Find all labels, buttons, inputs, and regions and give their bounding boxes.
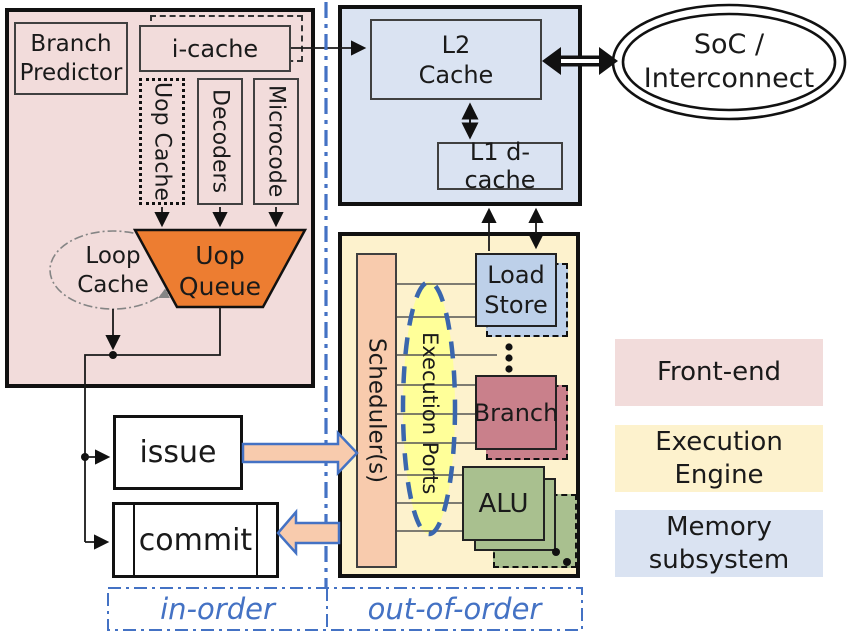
commit-inner-line-left xyxy=(133,505,135,575)
execution-ports-label: Execution Ports xyxy=(418,331,442,495)
icache-label: i-cache xyxy=(171,34,259,63)
uop-queue-label: Uop Queue xyxy=(178,240,262,301)
l2-cache-box: L2 Cache xyxy=(370,19,542,100)
out-of-order-label: out-of-order xyxy=(367,592,542,626)
uop-cache-box: Uop Cache xyxy=(139,78,185,205)
branch-label: Branch xyxy=(473,398,559,427)
decoders-box: Decoders xyxy=(197,78,243,205)
soc-label: SoC / Interconnect xyxy=(643,29,815,94)
uop-cache-label: Uop Cache xyxy=(149,82,175,201)
l1-dcache-box: L1 d-cache xyxy=(437,138,563,194)
alu-box: ALU xyxy=(462,466,545,541)
microcode-label: Microcode xyxy=(263,85,289,198)
commit-box: commit xyxy=(112,502,279,578)
commit-inner-line-right xyxy=(256,505,258,575)
legend-memory-subsystem: Memory subsystem xyxy=(615,510,823,577)
commit-label: commit xyxy=(138,522,253,558)
branch-predictor-box: Branch Predictor xyxy=(14,22,128,95)
in-order-label: in-order xyxy=(160,592,275,626)
branch-box: Branch xyxy=(473,375,559,450)
l1-dcache-label: L1 d-cache xyxy=(464,138,536,194)
issue-label: issue xyxy=(139,435,217,470)
legend-execution-engine: Execution Engine xyxy=(615,425,823,492)
issue-box: issue xyxy=(113,415,243,490)
icache-box: i-cache xyxy=(139,25,291,72)
loop-cache-label: Loop Cache xyxy=(77,243,149,298)
legend-frontend: Front-end xyxy=(615,339,823,406)
exec-to-commit-arrow xyxy=(276,508,341,557)
alu-label: ALU xyxy=(478,488,529,519)
microcode-box: Microcode xyxy=(253,78,299,205)
load-store-box: Load Store xyxy=(475,253,557,327)
scheduler-label: Scheduler(s) xyxy=(363,337,390,484)
scheduler-box: Scheduler(s) xyxy=(356,253,397,568)
branch-predictor-label: Branch Predictor xyxy=(19,30,123,86)
junction-dot-2 xyxy=(81,453,89,461)
decoders-label: Decoders xyxy=(207,89,233,194)
